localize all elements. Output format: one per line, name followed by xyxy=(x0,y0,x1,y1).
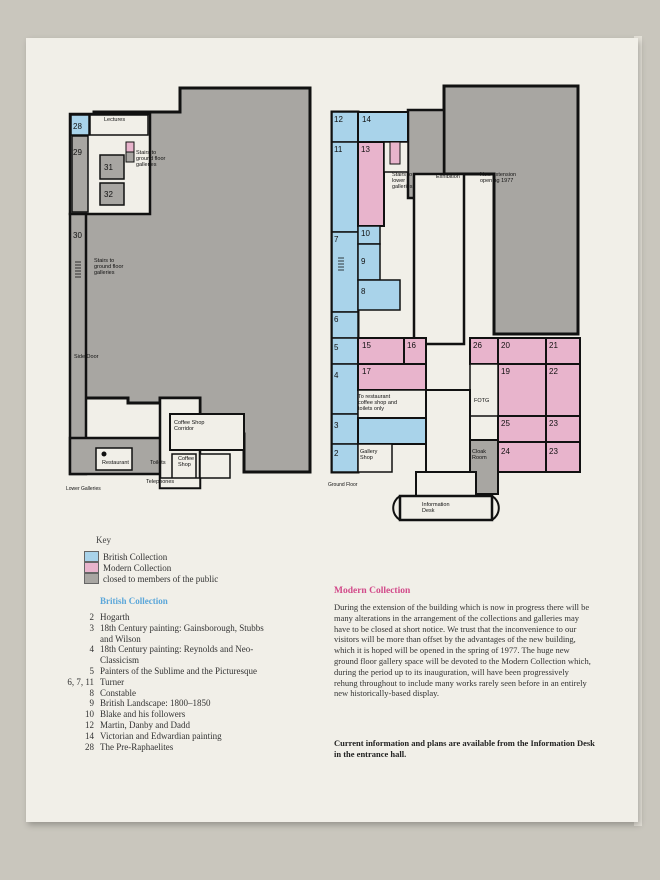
room-number: 17 xyxy=(362,367,371,376)
room-number: 14 xyxy=(362,115,371,124)
room-number: 9 xyxy=(361,257,366,266)
modern-collection-body: During the extension of the building whi… xyxy=(334,602,591,699)
central-corridor xyxy=(412,172,466,346)
room-number: 24 xyxy=(501,447,510,456)
label-telephones: Telephones xyxy=(146,479,175,485)
room-number: 29 xyxy=(73,148,82,157)
label-side-door: Side Door xyxy=(74,354,99,360)
room-number: 3 xyxy=(334,421,339,430)
list-item: and Wilson xyxy=(100,633,141,644)
plan-caption: Lower Galleries xyxy=(66,486,101,492)
ground-floor-plan: 12 14 11 13 7 10 9 8 6 5 4 3 2 15 16 17 … xyxy=(328,84,581,522)
modern-swatch xyxy=(84,562,99,573)
key-label: British Collection xyxy=(103,551,168,562)
room-number: 23 xyxy=(549,419,558,428)
label-information-desk: Information Desk xyxy=(422,502,450,514)
label-stairs: Stairs to ground floor galleries xyxy=(136,150,166,168)
label-coffee-shop: Coffee Shop xyxy=(178,456,195,468)
room-number: 5 xyxy=(334,343,339,352)
room-number: 10 xyxy=(361,229,370,238)
list-item: Classicism xyxy=(100,655,140,666)
room-number: 28 xyxy=(73,122,82,131)
room-number: 23 xyxy=(549,447,558,456)
plan-caption: Ground Floor xyxy=(328,482,358,488)
map-key: Key British Collection Modern Collection… xyxy=(84,535,284,584)
label-stairs-lower: Stairs to lower galleries xyxy=(392,172,413,190)
key-label: Modern Collection xyxy=(103,562,172,573)
label-fotg: FOTG xyxy=(474,398,490,404)
room-number: 13 xyxy=(361,145,370,154)
key-label: closed to members of the public xyxy=(103,573,219,584)
room-number: 11 xyxy=(334,145,343,154)
page-edge xyxy=(634,36,642,826)
room-number: 15 xyxy=(362,341,371,350)
british-swatch xyxy=(84,551,99,562)
room-number: 25 xyxy=(501,419,510,428)
label-to-restaurant: To restaurant coffee shop and toilets on… xyxy=(358,394,398,412)
room-number: 19 xyxy=(501,367,510,376)
label-gallery-shop: Gallery Shop xyxy=(360,449,378,461)
room-number: 4 xyxy=(334,371,339,380)
label-coffee-corridor: Coffee Shop Corridor xyxy=(174,420,205,432)
modern-collection-title: Modern Collection xyxy=(334,586,411,596)
room-number: 7 xyxy=(334,235,339,244)
key-item-closed: closed to members of the public xyxy=(84,573,284,584)
room-number: 32 xyxy=(104,190,113,199)
key-item-british: British Collection xyxy=(84,551,284,562)
room-number: 22 xyxy=(549,367,558,376)
room-28 xyxy=(70,114,90,136)
key-title: Key xyxy=(96,535,111,545)
label-exhibition: Exhibition xyxy=(436,174,460,180)
room-number: 16 xyxy=(407,341,416,350)
label-stairs: Stairs to ground floor galleries xyxy=(94,258,124,276)
room-number: 26 xyxy=(473,341,482,350)
modern-collection-footer: Current information and plans are availa… xyxy=(334,738,595,759)
room-number: 8 xyxy=(361,287,366,296)
room-number: 31 xyxy=(104,163,113,172)
room-number: 21 xyxy=(549,341,558,350)
room-number: 30 xyxy=(73,231,82,240)
british-collection-title: British Collection xyxy=(100,596,168,606)
closed-swatch xyxy=(84,573,99,584)
label-new-extension: New extension opening 1977 xyxy=(480,172,517,184)
label-restaurant: Restaurant xyxy=(102,460,129,466)
room-number: 12 xyxy=(334,115,343,124)
room-number: 6 xyxy=(334,315,339,324)
label-cloak-room: Cloak Room xyxy=(472,449,487,461)
room-number: 20 xyxy=(501,341,510,350)
lower-galleries-plan: 28 29 30 31 32 Lower Galleries xyxy=(66,86,312,492)
key-item-modern: Modern Collection xyxy=(84,562,284,573)
label-lectures: Lectures xyxy=(104,117,126,123)
room-number: 2 xyxy=(334,449,339,458)
label-toilets: Toilets xyxy=(150,460,166,466)
